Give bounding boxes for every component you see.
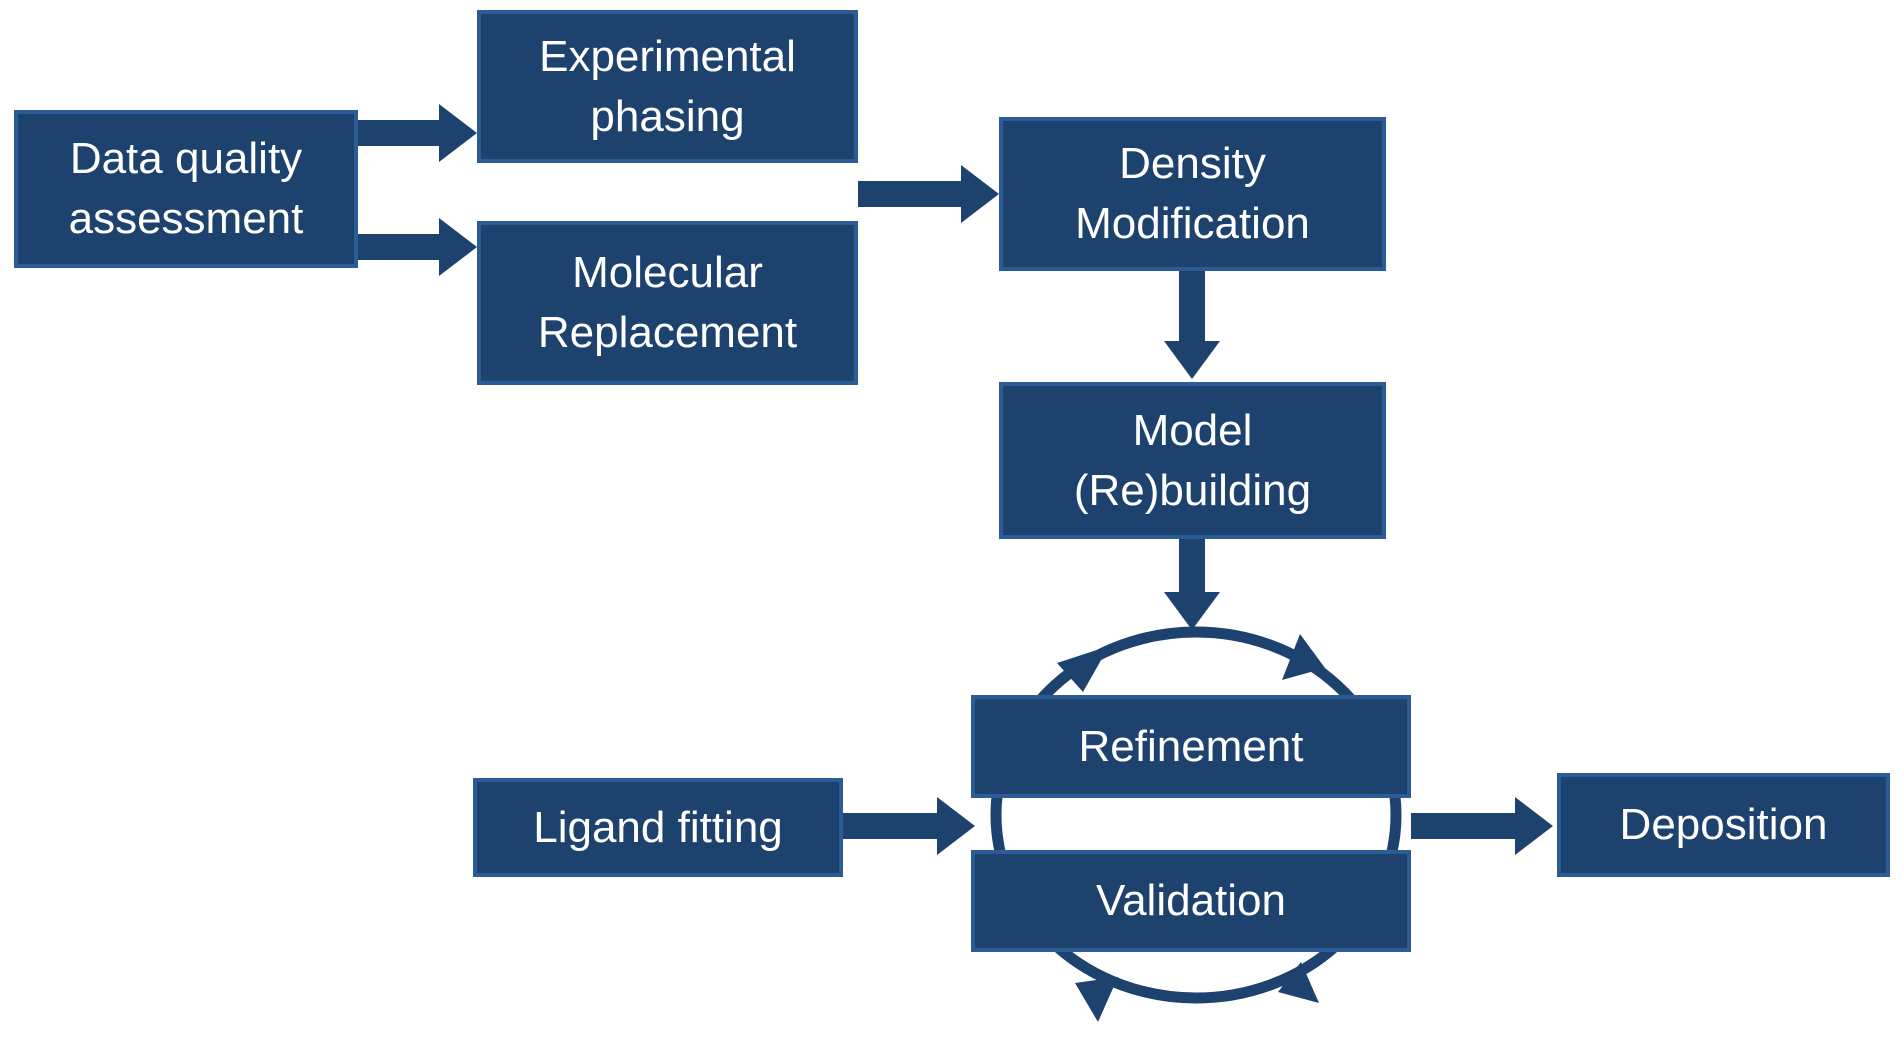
arrow-ligand-to-cycle (843, 797, 975, 855)
node-validation: Validation (971, 850, 1411, 952)
node-model-rebuilding: Model (Re)building (999, 382, 1386, 539)
node-ligand-fitting: Ligand fitting (473, 778, 843, 877)
cycle-arrowhead-top-left (1057, 646, 1109, 692)
cycle-circle (990, 626, 1402, 1004)
node-refinement: Refinement (971, 695, 1411, 798)
arrow-model-to-cycle (1164, 539, 1220, 630)
arrow-dataquality-to-experimental (358, 104, 477, 162)
arrow-density-to-model (1164, 271, 1220, 379)
arrow-dataquality-to-molecular (358, 218, 477, 276)
node-molecular-replacement: Molecular Replacement (477, 221, 858, 385)
node-experimental-phasing: Experimental phasing (477, 10, 858, 163)
cycle-arrowhead-bottom-left (1075, 977, 1118, 1022)
arrow-to-density-modification (858, 165, 999, 223)
node-deposition: Deposition (1557, 773, 1890, 877)
cycle-arrowhead-top-right (1282, 634, 1325, 680)
arrow-cycle-to-deposition (1411, 797, 1553, 855)
cycle-arrowhead-bottom-right (1278, 962, 1319, 1003)
node-density-modification: Density Modification (999, 117, 1386, 271)
node-data-quality-assessment: Data quality assessment (14, 110, 358, 268)
